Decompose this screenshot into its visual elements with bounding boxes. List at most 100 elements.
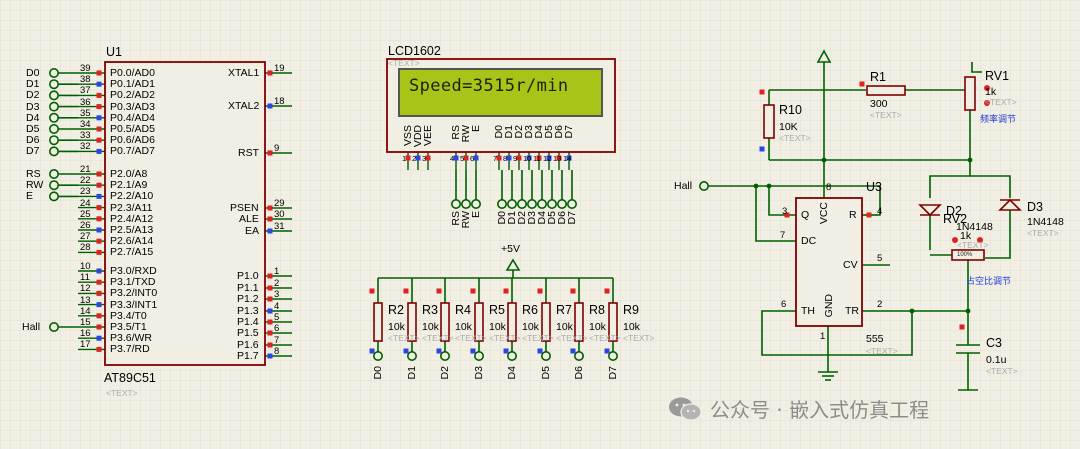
lcd-pin-num: 12: [543, 154, 552, 163]
mcu-pin-marker: [267, 103, 273, 109]
pullup-ref: R3: [422, 303, 438, 317]
mcu-net-label: D6: [26, 134, 40, 147]
timer-marker: [784, 212, 790, 218]
mcu-pin-num: 11: [80, 272, 90, 284]
mcu-pin-marker: [96, 238, 102, 244]
lcd-pin-name: D7: [563, 125, 575, 139]
pullup-value: 10k: [422, 321, 439, 333]
pullup-marker: [604, 348, 610, 354]
pullup-terminal: [540, 350, 551, 361]
junction-dot: [909, 308, 915, 314]
d3-wire: [985, 210, 1011, 259]
th-tr-loop: [761, 310, 913, 356]
c3-text: <TEXT>: [986, 366, 1018, 376]
pullup-text: <TEXT>: [489, 333, 521, 343]
timer-pin-name: DC: [801, 235, 817, 247]
pullup-terminal: [506, 350, 517, 361]
mcu-pin-name: P0.4/AD4: [110, 111, 155, 124]
mcu-pin-num: 18: [274, 96, 285, 107]
mcu-pin-marker: [96, 324, 102, 330]
mcu-net-label: RS: [26, 168, 41, 180]
pullup-marker: [503, 288, 509, 294]
rv2-text: <TEXT>: [957, 240, 989, 250]
net-terminal: [48, 101, 59, 112]
timer-pin-name: Q: [801, 209, 810, 221]
lcd-terminal: [516, 199, 527, 210]
lcd-terminal: [470, 199, 481, 210]
lcd-terminal: [566, 199, 577, 210]
mcu-pin-name: P1.1: [237, 282, 259, 294]
mcu-pin-marker: [267, 319, 273, 325]
pullup-marker: [436, 348, 442, 354]
hall-terminal: [698, 181, 709, 192]
mcu-pin-marker: [96, 70, 102, 76]
mcu-pin-name: XTAL1: [228, 67, 260, 79]
timer-pin-name: VCC: [818, 202, 830, 225]
pullup-resistor: [407, 302, 417, 342]
mcu-net-label: Hall: [22, 321, 41, 333]
pullup-resistor: [541, 302, 551, 342]
mcu-pin-name: P3.3/INT1: [110, 298, 158, 311]
mcu-pin-num: 6: [274, 323, 280, 334]
lcd-terminal: [556, 199, 567, 210]
pullup-text: <TEXT>: [556, 333, 588, 343]
pullup-resistor: [373, 302, 383, 342]
pullup-marker: [604, 288, 610, 294]
d2-top: [929, 160, 971, 198]
lcd-ref: LCD1602: [388, 44, 441, 58]
lcd-pin-marker: [405, 155, 411, 161]
mcu-pin-name: P2.1/A9: [110, 179, 148, 192]
lcd-terminal: [496, 199, 507, 210]
lcd-terminal: [506, 199, 517, 210]
pullup-value: 10k: [388, 321, 405, 333]
mcu-pin-name: P0.5/AD5: [110, 123, 155, 135]
supply-arrow: [505, 258, 521, 271]
timer-pin-name: GND: [823, 294, 835, 318]
mcu-pin-name: EA: [245, 225, 260, 237]
mcu-pin-marker: [96, 216, 102, 222]
timer-pin-name: TR: [845, 305, 859, 317]
lcd-pin-name: VEE: [422, 125, 434, 147]
c3-ref: C3: [986, 336, 1002, 350]
timer-part: 555: [866, 333, 884, 345]
mcu-pin-num: 33: [80, 130, 91, 142]
mcu-pin-marker: [96, 81, 102, 87]
pullup-marker: [369, 348, 375, 354]
mcu-pin-marker: [96, 182, 102, 188]
pullup-value: 10k: [556, 321, 573, 333]
mcu-pin-num: 2: [274, 278, 280, 289]
junction-dot: [965, 308, 971, 314]
lcd-text: <TEXT>: [388, 58, 420, 68]
r10-value: 10K: [779, 121, 798, 133]
lcd-pin-marker: [425, 155, 431, 161]
mcu-pin-name: P1.5: [237, 327, 259, 339]
d3-body: [998, 198, 1022, 211]
rv2-marker: [952, 237, 958, 243]
mcu-pin-name: P0.2/AD2: [110, 89, 155, 102]
lcd-terminal: [460, 199, 471, 210]
mcu-pin-marker: [96, 302, 102, 308]
pullup-net-label: D1: [406, 366, 418, 380]
pullup-net-label: D0: [372, 366, 384, 380]
mcu-pin-num: 14: [80, 305, 91, 317]
pullup-marker: [570, 348, 576, 354]
hall-terminal-label: Hall: [674, 180, 693, 192]
d3-ref: D3: [1027, 200, 1043, 214]
timer-pin-name: CV: [843, 259, 858, 271]
mcu-pin-name: P3.0/RXD: [110, 265, 157, 277]
pullup-net-label: D2: [439, 366, 451, 380]
mcu-pin-num: 4: [274, 301, 280, 312]
mcu-pin-name: P2.3/A11: [110, 201, 153, 214]
mcu-pin-num: 10: [80, 261, 91, 272]
pullup-terminal: [439, 350, 450, 361]
lcd-pin-num: 11: [533, 154, 541, 163]
watermark-text: 公众号 · 嵌入式仿真工程: [710, 398, 930, 422]
d2-value: 1N4148: [956, 221, 993, 233]
rv2-note: 占空比调节: [966, 276, 1012, 286]
mcu-pin-marker: [96, 137, 102, 143]
mcu-pin-num: 37: [80, 85, 91, 97]
pullup-marker: [436, 288, 442, 294]
timer-body: [795, 197, 863, 327]
mcu-net-label: D3: [26, 100, 40, 113]
mcu-pin-marker: [96, 115, 102, 121]
